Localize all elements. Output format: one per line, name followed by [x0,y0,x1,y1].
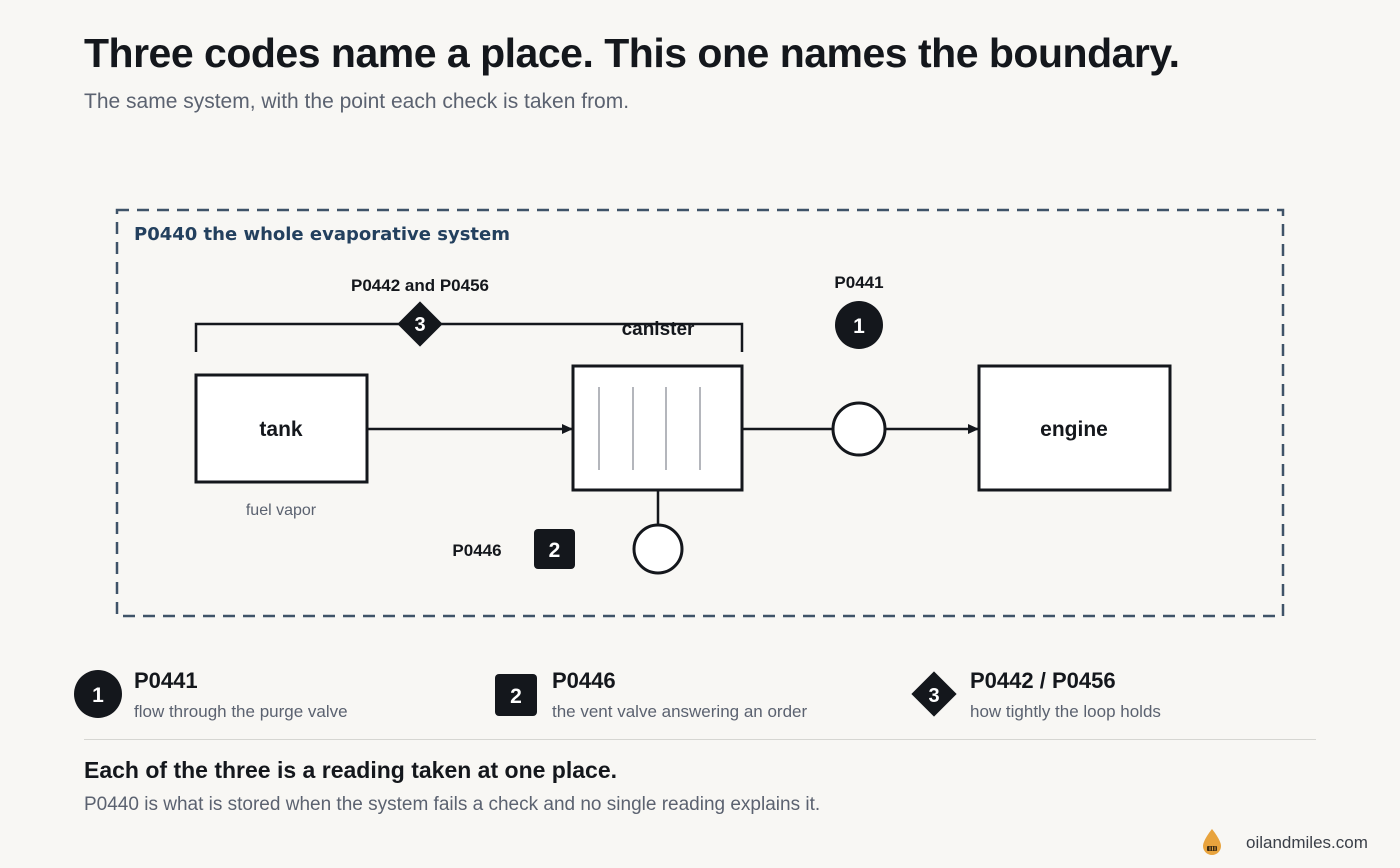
footer-divider [84,739,1316,740]
tank-note: fuel vapor [246,502,317,519]
boundary-label: P0440 the whole evaporative system [134,224,510,245]
canister-label: canister [622,319,695,340]
legend-marker-circle: 1 [74,670,122,718]
vent-marker-number: 2 [549,539,561,562]
purge-code-label: P0441 [834,273,883,292]
vent-valve [632,523,684,575]
footer-body: P0440 is what is stored when the system … [84,794,821,815]
canister-box [571,364,744,492]
legend-marker-diamond: 3 [911,671,957,717]
vent-code-label: P0446 [452,541,501,560]
legend-marker-square: 2 [495,674,537,716]
footer-heading: Each of the three is a reading taken at … [84,757,617,783]
loop-marker-number: 3 [414,314,425,336]
evap-boundary [115,208,1285,618]
tank-box [194,373,369,484]
legend-marker-number: 2 [510,685,522,708]
legend-marker-number: 3 [928,685,939,707]
loop-bracket [194,322,744,352]
page-title: Three codes name a place. This one names… [84,30,1180,76]
tank-label: tank [259,418,303,441]
legend-marker-number: 1 [92,684,104,707]
page-subtitle: The same system, with the point each che… [84,90,630,113]
loop-codes-label: P0442 and P0456 [351,276,489,295]
purge-marker-number: 1 [853,315,865,338]
legend-code: P0442 / P0456 [970,668,1116,693]
vent-marker-square: 2 [534,529,575,569]
legend-code: P0446 [552,668,616,693]
loop-marker-diamond: 3 [397,301,443,347]
oil-drop-icon [1203,829,1221,855]
legend-code: P0441 [134,668,198,693]
purge-marker-circle: 1 [835,301,883,349]
engine-box [977,364,1172,492]
brand-name[interactable]: oilandmiles.com [1246,833,1368,852]
legend-description: flow through the purge valve [134,702,348,721]
engine-label: engine [1040,418,1108,441]
legend-description: the vent valve answering an order [552,702,808,721]
purge-valve [831,401,887,457]
legend-description: how tightly the loop holds [970,702,1161,721]
